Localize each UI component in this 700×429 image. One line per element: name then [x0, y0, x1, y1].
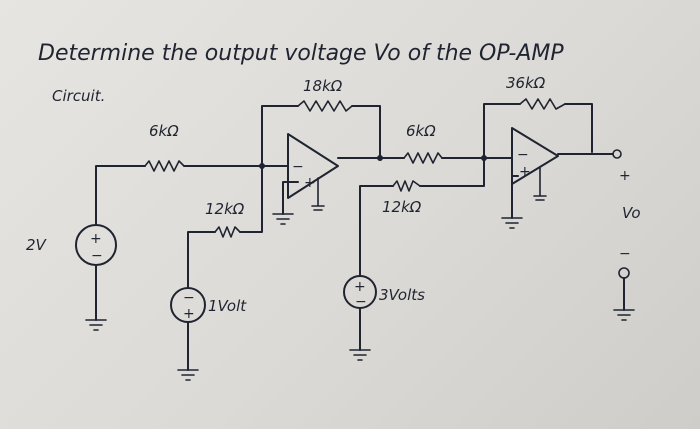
- wire-fb2-right: [564, 103, 593, 153]
- ground-output: [613, 309, 635, 321]
- voltage-source-3v: [343, 275, 377, 309]
- label-12k-a: 12kΩ: [205, 200, 245, 218]
- wire-fb2-left: [483, 103, 521, 159]
- source-1v-minus: −: [183, 290, 195, 306]
- label-6k-b: 6kΩ: [406, 122, 436, 140]
- wire-fb1-right: [351, 105, 381, 159]
- ground-1v-source: [177, 369, 199, 381]
- label-vo: Vo: [622, 204, 641, 222]
- ground-symbols: [85, 167, 635, 381]
- wire-op1-plus-ground: [282, 181, 299, 215]
- label-6k-a: 6kΩ: [149, 122, 179, 140]
- ground-3v-source: [349, 349, 371, 361]
- resistor-12k-a: [214, 226, 241, 238]
- junction-op1-out: [377, 155, 383, 161]
- source-2v-minus: −: [91, 248, 103, 264]
- resistor-36k: [519, 98, 566, 110]
- ground-opamp-2: [501, 217, 523, 229]
- resistor-6k-b: [403, 152, 443, 164]
- opamp-1: [287, 133, 339, 199]
- opamp-2-minus-sign: −: [517, 147, 529, 163]
- label-18k: 18kΩ: [303, 77, 343, 95]
- output-terminal-top: [612, 149, 622, 159]
- label-output-plus: +: [619, 168, 631, 184]
- source-3v-plus: +: [354, 279, 366, 295]
- supply-opamp-2: [533, 167, 547, 201]
- voltage-source-2v: [75, 224, 117, 266]
- opamp-1-plus-sign: +: [304, 175, 316, 191]
- source-2v-plus: +: [90, 231, 102, 247]
- wire-node-b-to-12k: [419, 157, 485, 187]
- ground-2v-source: [85, 319, 107, 331]
- junction-node-b: [481, 155, 487, 161]
- wire-node-a-to-12k: [239, 165, 263, 233]
- wires: [95, 103, 625, 371]
- opamp-1-minus-sign: −: [292, 159, 304, 175]
- voltage-source-1v: [170, 287, 206, 323]
- label-36k: 36kΩ: [506, 74, 546, 92]
- resistor-6k-a: [144, 160, 185, 172]
- wire-2v-to-6k: [95, 165, 146, 226]
- resistor-12k-b: [392, 180, 421, 192]
- junction-node-a: [259, 163, 265, 169]
- ground-opamp-1: [272, 213, 294, 225]
- output-terminal-bottom: [618, 267, 630, 279]
- wire-12k-to-3v: [359, 185, 394, 276]
- resistor-18k: [297, 100, 353, 112]
- wire-fb1-left: [261, 105, 299, 167]
- supply-opamp-1: [311, 177, 325, 211]
- label-output-minus: −: [619, 246, 631, 262]
- label-12k-b: 12kΩ: [382, 198, 422, 216]
- opamp-2-plus-sign: +: [519, 164, 531, 180]
- opamp-2: [511, 127, 559, 185]
- question-line-1: Determine the output voltage Vo of the O…: [38, 41, 564, 66]
- label-1volt: 1Volt: [208, 297, 247, 315]
- question-line-2: Circuit.: [52, 87, 105, 105]
- wire-12k-to-1v: [187, 231, 216, 289]
- source-1v-plus: +: [183, 306, 195, 322]
- source-3v-minus: −: [355, 294, 367, 310]
- label-3volts: 3Volts: [379, 286, 425, 304]
- label-2v: 2V: [26, 236, 48, 254]
